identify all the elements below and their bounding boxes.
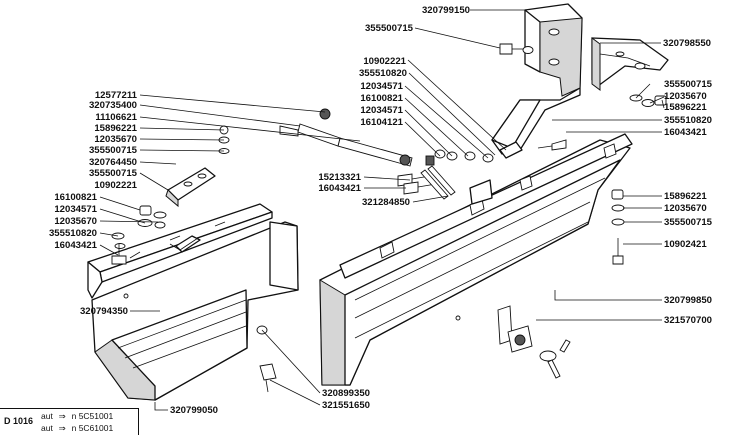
label-355500715-d: 355500715 (89, 168, 138, 179)
leader-lines (99, 9, 665, 411)
label-10902421: 10902421 (664, 239, 707, 250)
arrow-icon: ⇒ (58, 411, 66, 421)
label-16104121: 16104121 (360, 117, 403, 128)
label-321551650: 321551650 (322, 400, 370, 411)
center-hardware (397, 43, 534, 200)
label-12034571-b: 12034571 (360, 105, 403, 116)
label-10902221-b: 10902221 (94, 180, 137, 191)
right-hardware-stack (537, 94, 667, 265)
label-16100821-b: 16100821 (54, 192, 97, 203)
label-320764450: 320764450 (89, 157, 137, 168)
label-12035670: 12035670 (664, 91, 707, 102)
label-11106621: 11106621 (95, 112, 137, 123)
label-355510820-b: 355510820 (664, 115, 712, 126)
upper-bracket-320799150 (491, 3, 583, 159)
label-320799850: 320799850 (664, 295, 712, 306)
drawing-code: D 1016 (4, 416, 34, 426)
left-hardware-stack (111, 205, 167, 265)
label-320735400: 320735400 (89, 100, 137, 111)
serial-prefix: aut (41, 423, 53, 433)
main-panel-320799850 (319, 133, 633, 386)
serial-suffix: n (71, 411, 77, 421)
label-321570700: 321570700 (664, 315, 712, 326)
label-355500715-e: 355500715 (664, 217, 713, 228)
label-12035670-b: 12035670 (94, 134, 137, 145)
label-12035670-c: 12035670 (54, 216, 97, 227)
label-12035670-d: 12035670 (664, 203, 707, 214)
label-15213321: 15213321 (318, 172, 361, 183)
serial-row-2: aut ⇒ n 5C61001 (41, 423, 113, 434)
part-number-labels: 320799150 355500715 320798550 10902221 3… (49, 5, 713, 416)
label-355500715: 355500715 (365, 23, 414, 34)
label-16043421-c: 16043421 (318, 183, 361, 194)
label-355500715-c: 355500715 (89, 145, 138, 156)
latch-321570700 (497, 305, 571, 379)
label-320794350: 320794350 (80, 306, 128, 317)
label-320899350: 320899350 (322, 388, 370, 399)
label-355500715-b: 355500715 (664, 79, 713, 90)
serial-number: 5C61001 (78, 423, 114, 433)
label-320799150: 320799150 (422, 5, 470, 16)
upper-bracket-320798550 (591, 37, 669, 91)
label-320799050: 320799050 (170, 405, 218, 416)
label-15896221: 15896221 (664, 102, 707, 113)
label-355510820: 355510820 (359, 68, 407, 79)
label-15896221-c: 15896221 (664, 191, 707, 202)
gas-strut-11106621 (218, 108, 413, 167)
label-16100821: 16100821 (360, 93, 403, 104)
label-321284850: 321284850 (362, 197, 410, 208)
revision-footer: D 1016 aut ⇒ n 5C51001 aut ⇒ n 5C61001 (0, 408, 139, 435)
serial-suffix: n (71, 423, 77, 433)
bottom-hardware (256, 325, 277, 393)
label-12034571: 12034571 (360, 81, 403, 92)
label-10902221: 10902221 (363, 56, 406, 67)
label-320798550: 320798550 (663, 38, 711, 49)
label-15896221-b: 15896221 (94, 123, 137, 134)
label-355510820-c: 355510820 (49, 228, 97, 239)
label-16043421-b: 16043421 (54, 240, 97, 251)
label-12034571-c: 12034571 (54, 204, 97, 215)
left-panel-320799050 (91, 221, 299, 401)
arrow-icon: ⇒ (58, 423, 66, 433)
serial-number: 5C51001 (78, 411, 114, 421)
label-16043421: 16043421 (664, 127, 707, 138)
serial-prefix: aut (41, 411, 53, 421)
label-12577211: 12577211 (95, 90, 138, 101)
serial-row-1: aut ⇒ n 5C51001 (41, 411, 113, 422)
left-bracket-320764450 (165, 167, 216, 253)
